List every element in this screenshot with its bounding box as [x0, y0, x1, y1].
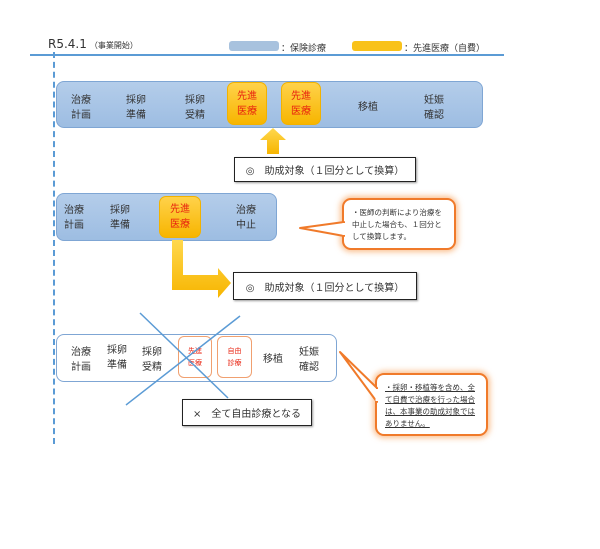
case1-step-5-advanced: 先進医療 [281, 82, 321, 125]
case2-step-2: 採卵準備 [110, 205, 130, 231]
case3-step-7: 妊娠確認 [299, 347, 319, 373]
case3-callout-tail [339, 351, 378, 403]
start-marker-line [53, 52, 55, 444]
timeline-title: R5.4.1（事業開始） [48, 37, 138, 51]
legend-swatch-advanced [352, 41, 402, 51]
case3-result-box: × 全て自由診療となる [182, 399, 312, 426]
case2-callout-tail [299, 221, 345, 237]
case1-step-3: 採卵受精 [185, 95, 205, 121]
legend-swatch-insurance [229, 41, 279, 51]
cross-line-2 [125, 315, 241, 406]
case1-step-7: 妊娠確認 [424, 95, 444, 121]
start-date: R5.4.1 [48, 37, 87, 51]
case2-step-3-advanced: 先進医療 [159, 196, 201, 238]
up-arrow-icon [260, 128, 286, 154]
case3-step-2: 採卵準備 [107, 345, 127, 371]
case1-step-2: 採卵準備 [126, 95, 146, 121]
case1-step-1: 治療計画 [71, 95, 91, 121]
case3-step-1: 治療計画 [71, 347, 91, 373]
case2-step-4: 治療中止 [236, 205, 256, 231]
legend-label-insurance: ：保険診療 [281, 44, 327, 54]
legend-label-advanced: ：先進医療（自費） [404, 44, 486, 54]
start-label: （事業開始） [89, 41, 138, 50]
case3-step-5-free: 自由診療 [217, 336, 252, 378]
case1-result-box: ◎ 助成対象（１回分として換算） [234, 157, 416, 182]
case2-note-callout: ・医師の判断により治療を中止した場合も、１回分として換算します。 [342, 198, 456, 250]
cross-line-1 [139, 312, 229, 399]
timeline-axis [30, 54, 504, 56]
case2-step-1: 治療計画 [64, 205, 84, 231]
case1-step-4-advanced: 先進医療 [227, 82, 267, 125]
case1-bar [56, 81, 483, 128]
case2-result-box: ◎ 助成対象（１回分として換算） [233, 272, 417, 300]
case3-step-3: 採卵受精 [142, 347, 162, 373]
case3-note-callout: ・採卵・移植等を含め、全て自費で治療を行った場合は、本事業の助成対象ではありませ… [375, 373, 488, 436]
case3-step-6: 移植 [263, 354, 283, 365]
case1-step-6: 移植 [358, 102, 378, 113]
turn-right-arrow-icon [172, 240, 231, 298]
